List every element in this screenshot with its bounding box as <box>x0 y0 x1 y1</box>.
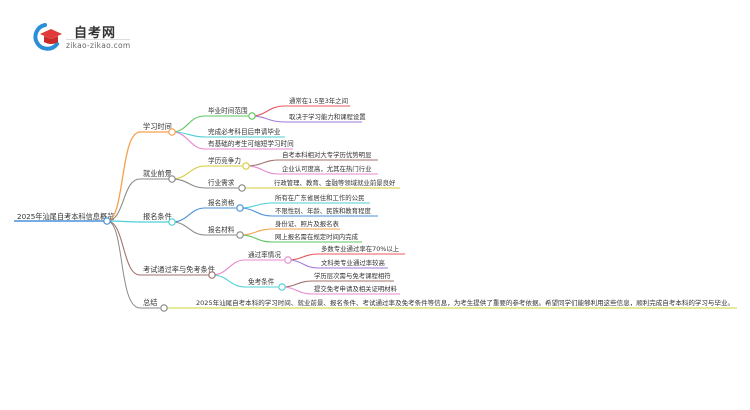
leaf-liberal-arts-higher: 文科类专业通过率较高 <box>321 258 385 267</box>
root-node[interactable]: 2025年汕尾自考本科信息概览 <box>17 212 114 221</box>
leaf-enterprise-recognition: 企业认可度高，尤其在热门行业 <box>282 164 372 173</box>
logo-title: 自考网 <box>74 26 117 41</box>
node-materials[interactable]: 报名材料 <box>208 225 235 234</box>
branch-registration[interactable]: 报名条件 <box>143 212 172 221</box>
node-exemption[interactable]: 免考条件 <box>248 277 275 286</box>
logo-url: zikao-zikao.com <box>66 39 131 50</box>
branch-pass-rate-exemption[interactable]: 考试通过率与免考条件 <box>143 265 215 274</box>
leaf-submit-application: 提交免考申请及相关证明材料 <box>314 284 398 293</box>
graduation-cap-icon <box>33 23 62 51</box>
leaf-over-70-percent: 多数专业通过率在70%以上 <box>321 244 400 253</box>
node-degree-competitiveness[interactable]: 学历竞争力 <box>208 156 241 165</box>
branch-summary[interactable]: 总结 <box>143 298 157 307</box>
leaf-1-5-to-3-years: 通常在1.5至3年之间 <box>289 96 348 105</box>
branch-study-time[interactable]: 学习时间 <box>143 122 172 131</box>
leaf-guangdong-residents: 所有在广东省居住和工作的公民 <box>275 193 364 202</box>
branch-employment[interactable]: 就业前景 <box>143 169 172 178</box>
summary-text: 2025年汕尾自考本科的学习时间、就业前景、报名条件、考试通过率及免考条件等信息… <box>196 298 734 307</box>
site-logo[interactable]: 自考网 zikao-zikao.com <box>30 20 140 54</box>
leaf-id-photo-form: 身份证、照片及报名表 <box>275 219 340 228</box>
node-apply-graduation[interactable]: 完成必考科目后申请毕业 <box>208 127 281 136</box>
leaf-level-match: 学历层次需与免考课程相符 <box>314 271 391 280</box>
node-eligibility[interactable]: 报名资格 <box>208 198 235 207</box>
leaf-online-deadline: 网上报名需在规定时间内完成 <box>275 232 359 241</box>
node-graduation-range[interactable]: 毕业时间范围 <box>208 106 248 115</box>
leaf-no-restrictions: 不限性别、年龄、民族和教育程度 <box>275 206 371 215</box>
leaf-advantage-over-junior: 自考本科相对大专学历优势明显 <box>282 150 372 159</box>
leaf-industry-prospects: 行政管理、教育、金融等领域就业前景良好 <box>274 178 396 187</box>
node-industry-demand[interactable]: 行业需求 <box>208 178 235 187</box>
leaf-depends-ability: 取决于学习能力和课程设置 <box>289 112 366 121</box>
node-pass-rate[interactable]: 通过率情况 <box>248 250 281 259</box>
node-shorten-study[interactable]: 有基础的考生可缩短学习时间 <box>208 139 294 148</box>
